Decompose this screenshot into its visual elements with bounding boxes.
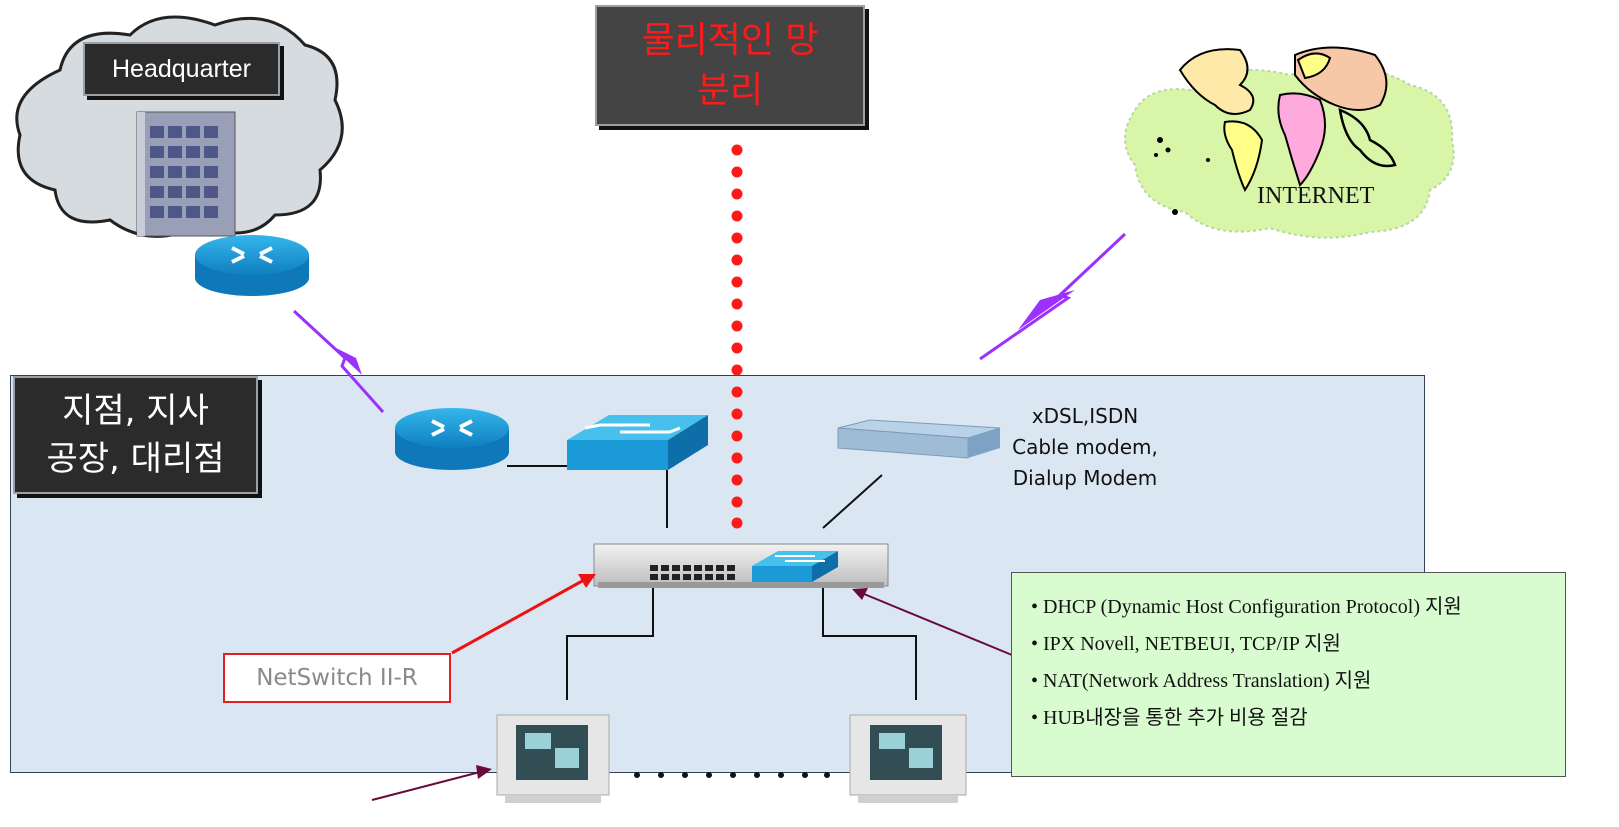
modem-icon <box>837 419 1001 459</box>
building-icon <box>136 111 236 237</box>
modem-line3: Dialup Modem <box>1012 466 1158 490</box>
router-icon <box>195 235 309 296</box>
branch-label: 지점, 지사 공장, 대리점 <box>13 376 258 494</box>
modem-label: xDSL,ISDN Cable modem, Dialup Modem <box>1000 401 1170 494</box>
network-switch-icon <box>593 543 889 588</box>
connection-lines <box>507 465 917 700</box>
internet-label: INTERNET <box>1257 183 1375 209</box>
product-name: NetSwitch II-R <box>256 665 418 691</box>
computer-icon <box>849 714 967 803</box>
branch-line2: 공장, 대리점 <box>46 439 225 479</box>
headquarter-text: Headquarter <box>112 54 251 83</box>
modem-line1: xDSL,ISDN <box>1031 404 1139 428</box>
arrow-icon <box>852 588 1013 656</box>
arrow-icon <box>451 574 596 655</box>
separation-line1: 물리적인 망 <box>641 19 819 61</box>
separator-dots <box>731 144 743 529</box>
separation-label: 물리적인 망 분리 <box>595 5 865 126</box>
branch-line1: 지점, 지사 <box>62 391 209 431</box>
product-label: NetSwitch II-R <box>223 653 451 703</box>
lightning-link-icon <box>292 309 385 413</box>
separation-line2: 분리 <box>696 69 764 111</box>
computer-icon <box>496 714 610 803</box>
headquarter-label: Headquarter <box>83 42 280 96</box>
switch-icon <box>567 415 708 470</box>
router-icon <box>395 408 509 470</box>
feature-item: • DHCP (Dynamic Host Configuration Proto… <box>1031 596 1462 618</box>
feature-item: • IPX Novell, NETBEUI, TCP/IP 지원 <box>1031 633 1341 655</box>
modem-line2: Cable modem, <box>1012 435 1158 459</box>
feature-item: • NAT(Network Address Translation) 지원 <box>1031 670 1372 692</box>
feature-item: • HUB내장을 통한 추가 비용 절감 <box>1031 707 1308 729</box>
features-list: • DHCP (Dynamic Host Configuration Proto… <box>1031 589 1547 737</box>
arrow-icon <box>371 765 492 801</box>
ellipsis-dots <box>634 772 830 778</box>
features-box: • DHCP (Dynamic Host Configuration Proto… <box>1011 572 1566 777</box>
world-map-icon <box>1124 46 1455 239</box>
